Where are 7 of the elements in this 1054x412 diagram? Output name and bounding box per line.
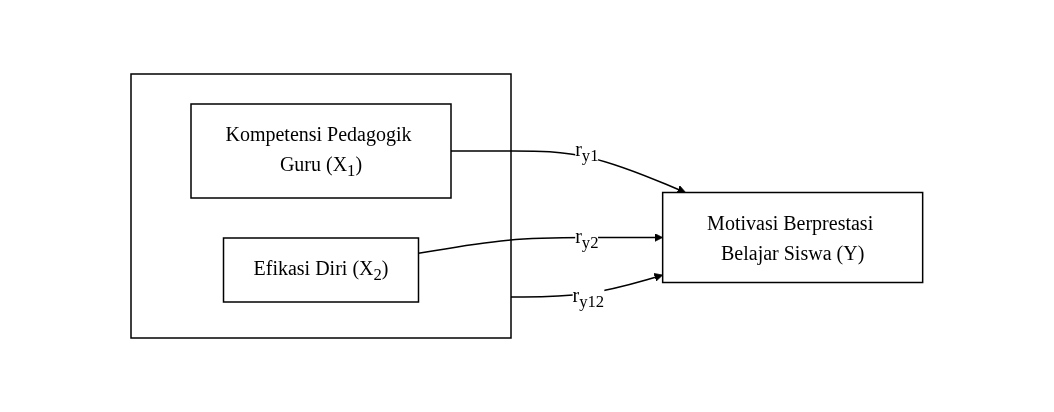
node-box: Efikasi Diri (X$_{2}$) [222, 237, 420, 303]
edge-label: r$_{y2}$ [575, 224, 599, 252]
cluster [130, 73, 512, 339]
node-box: Motivasi Berprestasi Belajar Siswa (Y) [662, 191, 924, 284]
edge-label: r$_{y12}$ [572, 283, 605, 311]
edge-label: r$_{y1}$ [575, 138, 599, 165]
node-box: Kompetensi Pedagogik Guru (X$_{1}$) [190, 103, 452, 199]
